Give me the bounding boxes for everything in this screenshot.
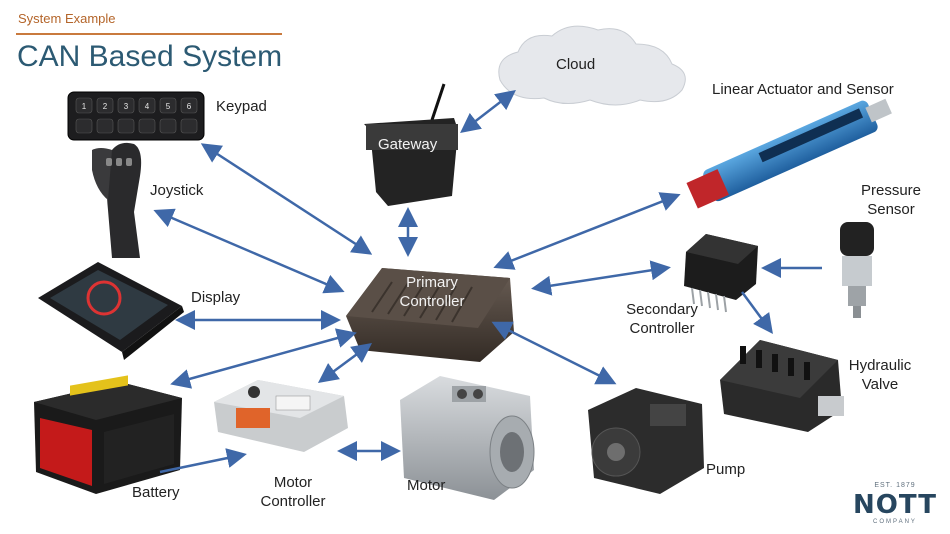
logo-company: COMPANY (873, 519, 917, 525)
label-hydraulic-valve-line1: Hydraulic (848, 357, 912, 374)
pressure-sensor-image (840, 222, 874, 318)
gateway-image (364, 83, 458, 206)
keypad-key-2 (96, 97, 114, 114)
arrow-battery-motorcontroller (159, 448, 247, 474)
battery-image (34, 375, 182, 494)
keypad-key-label: 2 (103, 102, 108, 111)
logo-wordmark: NOTT (853, 490, 937, 520)
pump-image (588, 388, 704, 494)
label-cloud: Cloud (556, 56, 596, 73)
logo-established: EST. 1879 (874, 482, 916, 489)
label-display: Display (191, 289, 241, 306)
keypad-key-3 (117, 97, 135, 114)
arrow-keypad-primary (200, 143, 373, 255)
label-keypad: Keypad (216, 98, 267, 115)
linear-actuator-image (686, 98, 892, 209)
arrow-primary-pump (491, 321, 617, 385)
arrow-battery-primary (170, 328, 357, 389)
label-secondary-controller-line2: Controller (629, 320, 695, 337)
keypad-key-6 (180, 97, 198, 114)
hydraulic-valve-image (720, 340, 844, 432)
connection-arrows (153, 89, 822, 474)
label-primary-controller: Primary Controller (386, 273, 478, 311)
keypad-key-5 (159, 97, 177, 114)
label-joystick: Joystick (150, 182, 204, 199)
label-pump: Pump (706, 461, 746, 478)
keypad-key-1 (75, 97, 93, 114)
keypad-key-group: 1 2 3 4 5 6 (75, 97, 198, 114)
keypad-key-4 (138, 97, 156, 114)
header-divider (16, 33, 282, 35)
keypad-key-label: 6 (187, 102, 192, 111)
label-pressure-sensor: Pressure Sensor (850, 181, 932, 219)
display-image (38, 262, 184, 360)
label-pressure-sensor-line1: Pressure (860, 182, 922, 199)
label-gateway: Gateway (378, 136, 438, 153)
arrow-gateway-cloud (460, 89, 516, 134)
company-logo: EST. 1879 NOTT COMPANY (852, 482, 938, 528)
keypad-key-label: 1 (82, 102, 87, 111)
label-motor: Motor (407, 477, 446, 494)
motor-image (400, 376, 535, 500)
section-label: System Example (18, 11, 116, 26)
label-motor-controller-line2: Controller (260, 493, 326, 510)
motor-controller-image (214, 380, 348, 452)
label-hydraulic-valve-line2: Valve (861, 376, 899, 393)
cloud-image (498, 25, 686, 106)
label-primary-controller-line2: Controller (399, 293, 465, 310)
joystick-image (92, 142, 142, 258)
label-linear-actuator: Linear Actuator and Sensor (712, 81, 894, 98)
keypad-key-label: 5 (166, 102, 171, 111)
secondary-controller-image (684, 234, 758, 313)
label-motor-controller: Motor Controller (246, 473, 340, 511)
arrow-primary-actuator (493, 192, 681, 270)
label-motor-controller-line1: Motor (273, 474, 313, 491)
label-secondary-controller-line1: Secondary (626, 301, 698, 318)
keypad-image: 1 2 3 4 5 6 (67, 91, 205, 141)
label-hydraulic-valve: Hydraulic Valve (838, 356, 922, 394)
label-secondary-controller: Secondary Controller (614, 300, 710, 338)
arrow-motorcontroller-primary (317, 343, 373, 383)
arrow-primary-secondary (531, 260, 671, 296)
label-battery: Battery (132, 484, 180, 501)
label-pressure-sensor-line2: Sensor (867, 201, 915, 218)
keypad-key-label: 4 (145, 102, 150, 111)
page-title: CAN Based System (17, 40, 283, 73)
primary-controller-image (346, 268, 514, 362)
arrow-secondary-valve (740, 291, 773, 335)
label-primary-controller-line1: Primary (406, 274, 458, 291)
keypad-key-label: 3 (124, 102, 129, 111)
arrow-joystick-primary (153, 208, 345, 294)
